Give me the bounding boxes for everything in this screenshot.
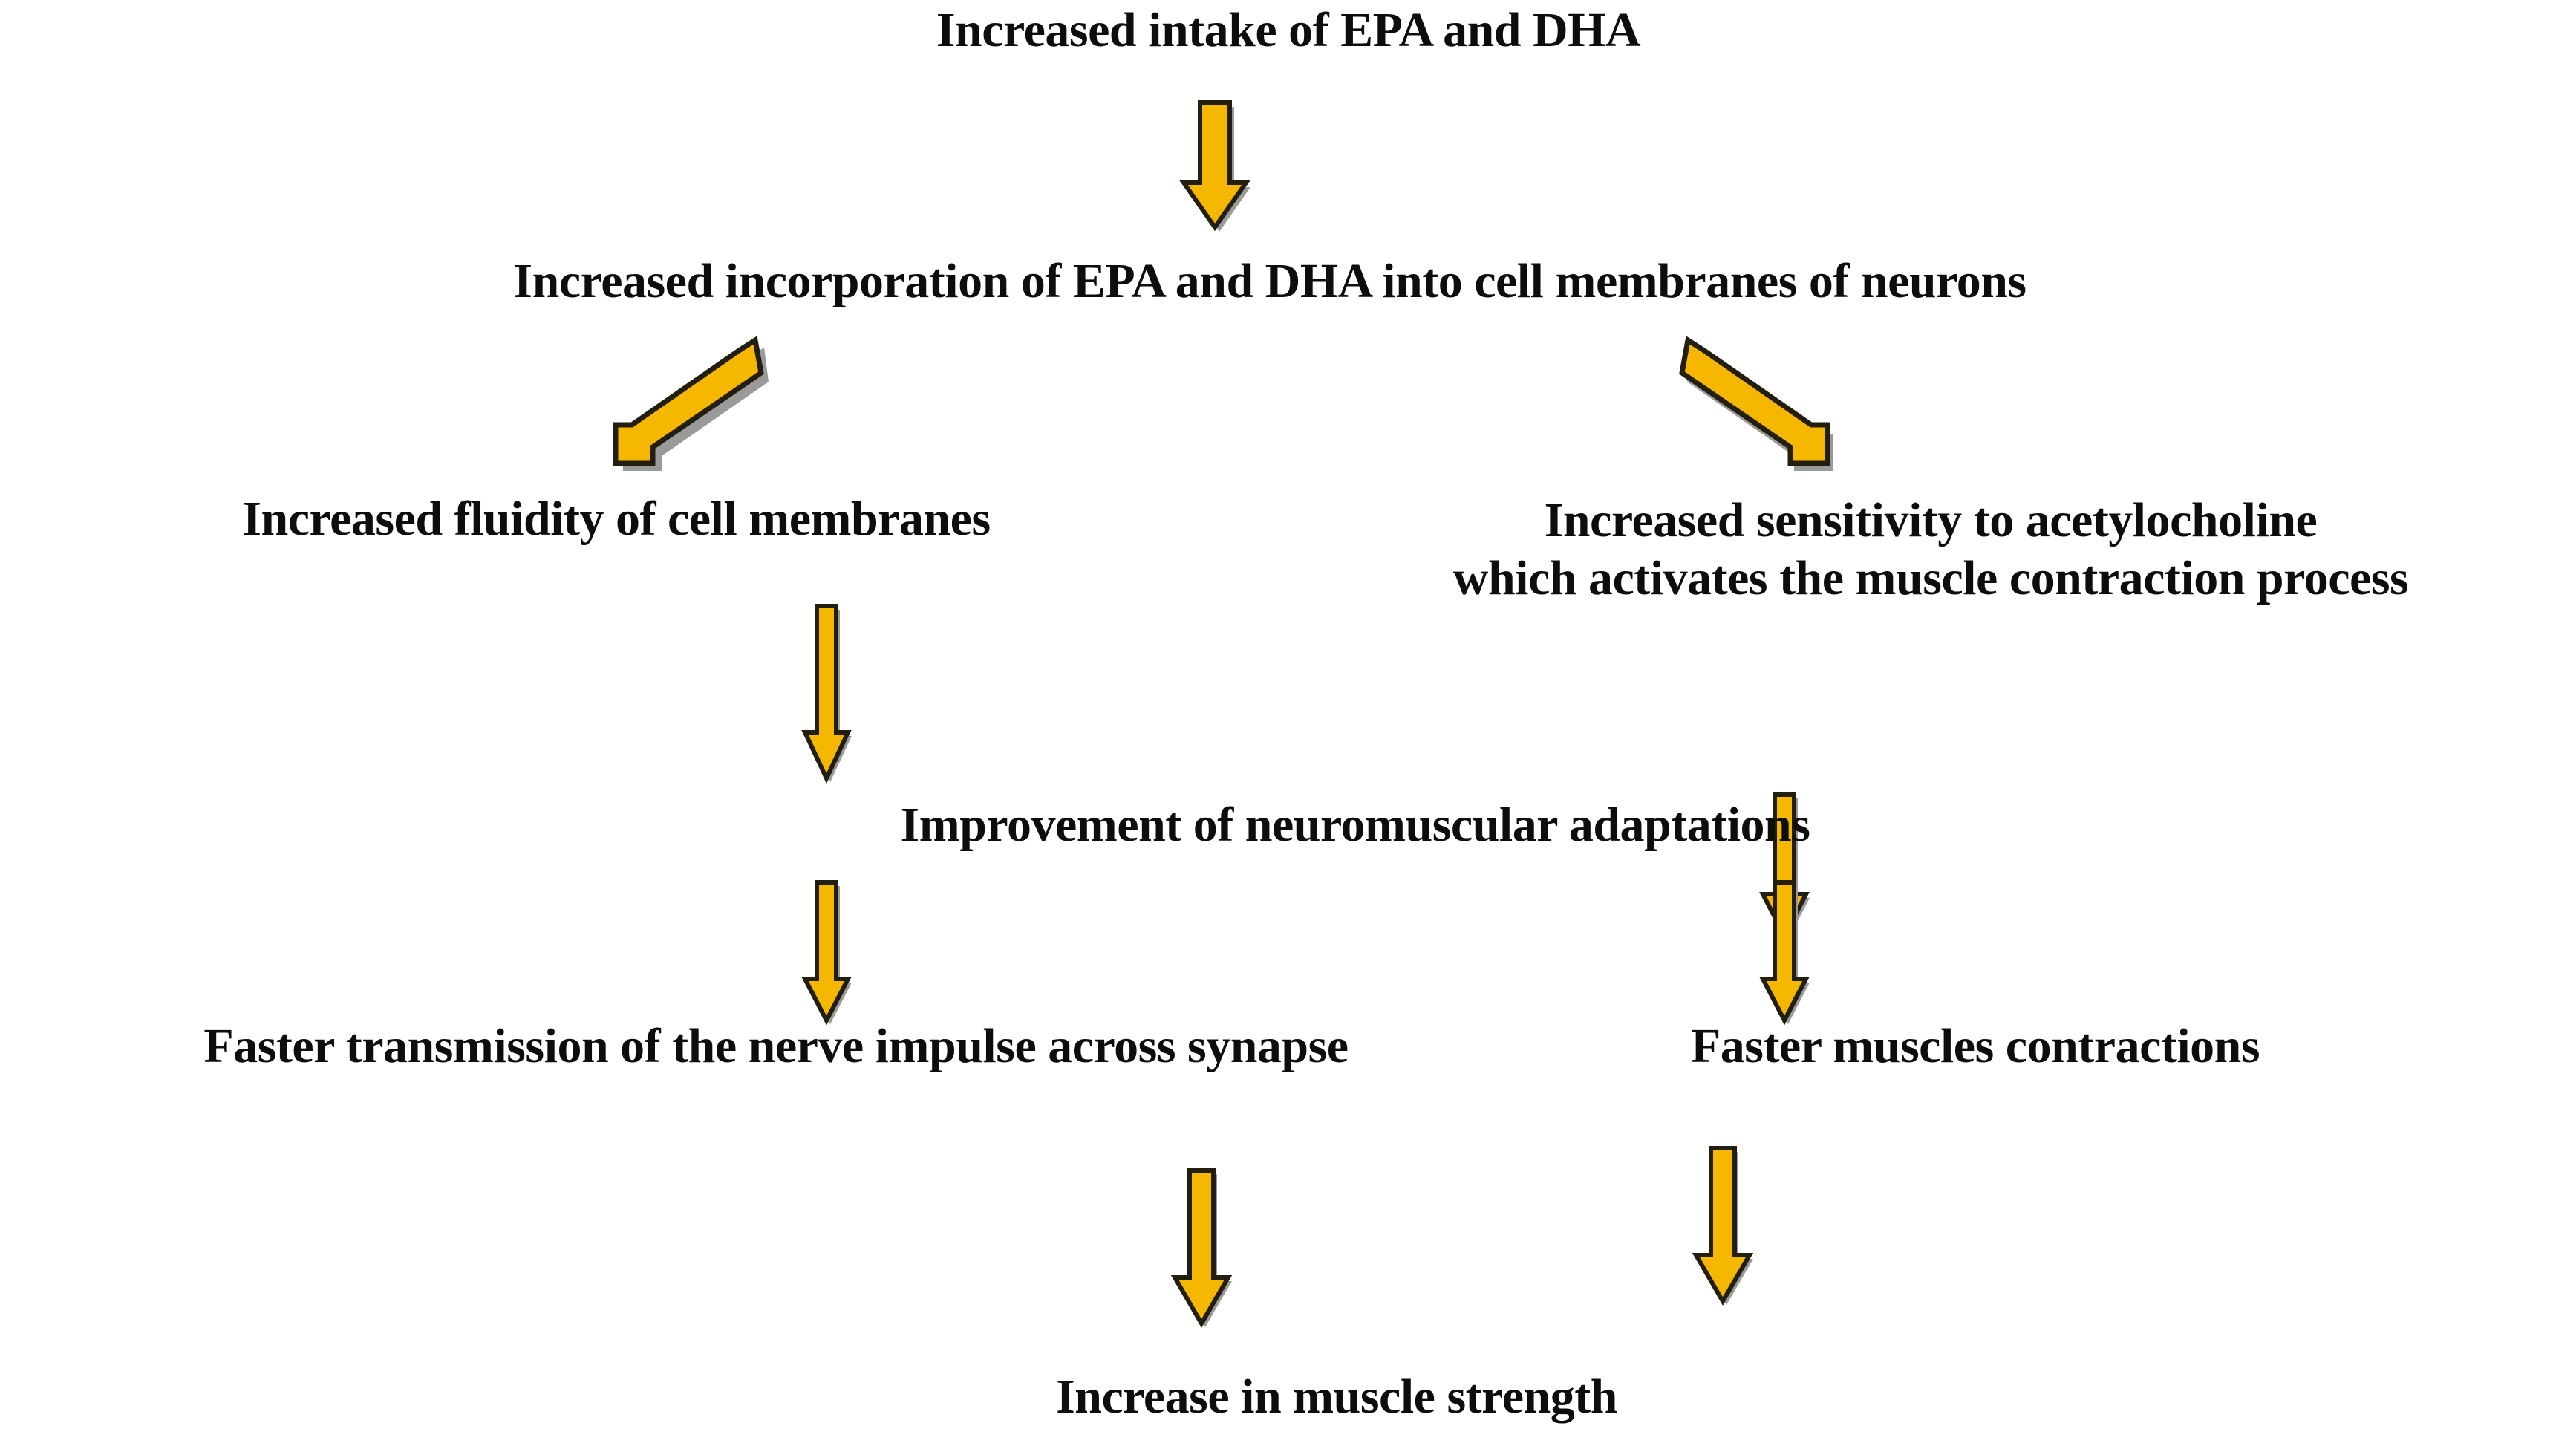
node-increased-sensitivity-line2: which activates the muscle contraction p… (1452, 550, 2409, 605)
node-increase-muscle-strength: Increase in muscle strength (1056, 1370, 1617, 1424)
arrow-down-transmission-to-strength (1170, 1165, 1233, 1328)
arrow-down-left-to-fluidity (605, 334, 772, 483)
arrow-down-fluidity-to-improvement (800, 600, 852, 784)
node-improvement-neuromuscular: Improvement of neuromuscular adaptations (900, 798, 1810, 852)
node-faster-muscles-contractions: Faster muscles contractions (1690, 1019, 2260, 1073)
arrow-down-improvement-to-transmission (800, 876, 852, 1026)
node-increased-sensitivity: Increased sensitivity to acetylocholine … (1288, 492, 2573, 608)
arrow-down-muscles-to-strength (1692, 1142, 1754, 1306)
node-increased-sensitivity-line1: Increased sensitivity to acetylocholine (1544, 493, 2318, 547)
node-increased-fluidity: Increased fluidity of cell membranes (242, 492, 991, 546)
node-faster-transmission: Faster transmission of the nerve impulse… (203, 1019, 1349, 1073)
arrow-down-intake-to-incorporation (1179, 95, 1250, 232)
arrow-down-improvement-to-muscles (1758, 876, 1810, 1026)
node-increased-incorporation: Increased incorporation of EPA and DHA i… (513, 254, 2026, 308)
arrow-down-right-to-sensitivity (1671, 334, 1838, 483)
node-increased-intake: Increased intake of EPA and DHA (936, 3, 1641, 57)
